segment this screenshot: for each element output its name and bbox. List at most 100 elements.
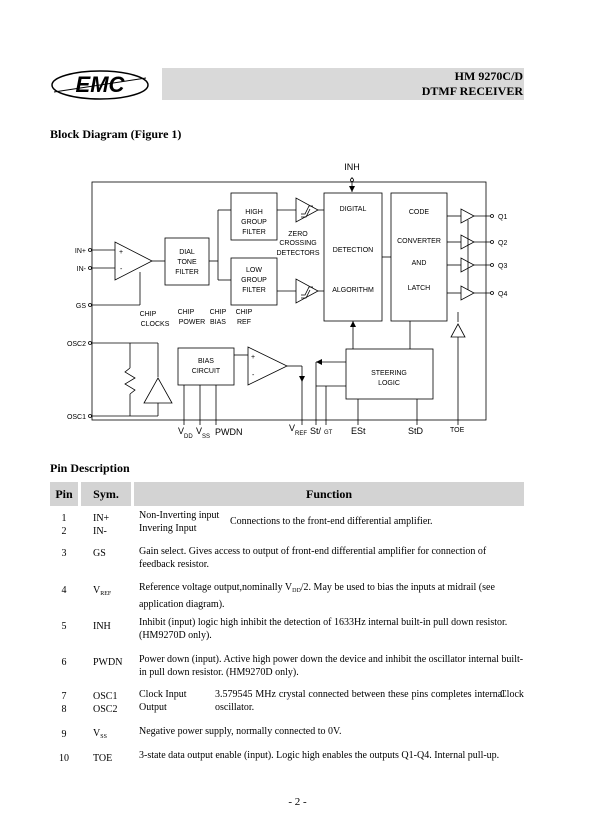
low-comparator [295,278,319,304]
bias-circuit-1: BIAS [198,358,214,365]
pin-symbol: OSC1 [93,691,118,702]
function-text: Clock Input [139,689,187,700]
high-group-filter [230,192,278,241]
table-row-sym: IN+ IN- [93,512,143,538]
ref-amp-plus: + [251,354,255,361]
pin-symbol: VSS [93,727,143,744]
function-part: Reference voltage output,nominally V [139,582,293,593]
oscillator-inverter [143,377,173,404]
table-row-pin: 1 2 [50,512,78,538]
digital-3: ALGORITHM [332,287,374,294]
code-3: AND [412,260,427,267]
table-row-function-left: Non-Inverting input Invering Input [139,509,234,535]
emc-logo: EMC [51,70,149,100]
output-buffer-q4 [460,285,475,301]
pin-number: 5 [61,621,67,632]
code-converter-latch [390,192,448,322]
toe-buffer [450,323,466,338]
label-toe: TOE [450,427,465,434]
label-osc1: OSC1 [67,414,86,421]
label-pwdn: PWDN [215,427,243,437]
chip-power-2: POWER [179,319,205,326]
symbol-main: V [93,585,101,596]
label-est: ESt [351,426,366,436]
bias-circuit [177,347,235,386]
symbol-main: V [93,728,101,739]
pin-symbol: INH [93,621,111,632]
steering-logic [345,348,434,400]
pin-symbol: GS [93,548,106,559]
chip-power-1: CHIP [178,309,195,316]
label-std: StD [408,426,424,436]
pin-number: 1 [61,513,67,524]
chip-ref-2: REF [237,319,251,326]
function-text: 3-state data output enable (input). Logi… [139,750,500,761]
label-q4: Q4 [498,291,507,298]
chip-clocks-2: CLOCKS [141,321,170,328]
high-group-3: FILTER [242,229,266,236]
output-buffer-q3 [460,257,475,273]
chip-bias-2: BIAS [210,319,226,326]
zero-crossing-3: DETECTORS [276,250,319,257]
function-text: Negative power supply, normally connecte… [139,726,342,737]
label-in-minus: IN- [77,266,87,273]
pin-number: 3 [61,548,67,559]
document-subtitle: DTMF RECEIVER [421,84,523,98]
input-amplifier [114,241,153,281]
pin-number: 9 [61,729,67,740]
header-band [162,68,524,100]
function-text: Output [139,702,167,713]
function-part: /2. May be used to bias the inputs at mi… [139,582,495,610]
block-diagram: INH IN+ IN- GS OSC2 OSC1 Q1 Q2 Q3 Q4 + -… [67,162,508,440]
function-text: Inhibit (input) logic high inhibit the d… [139,617,508,641]
high-group-1: HIGH [245,209,263,216]
low-group-1: LOW [246,267,262,274]
pin-symbol: TOE [93,753,113,764]
steering-1: STEERING [371,370,407,377]
dial-tone-2: TONE [177,259,197,266]
low-group-filter [230,257,278,306]
label-vdd: V [178,426,184,436]
chip-clocks-1: CHIP [140,311,157,318]
low-group-2: GROUP [241,277,267,284]
table-row-pin: 7 8 [50,690,78,716]
label-osc2: OSC2 [67,341,86,348]
label-vdd-sub: DD [184,434,193,440]
steering-2: LOGIC [378,380,400,387]
code-4: LATCH [408,285,430,292]
label-q1: Q1 [498,214,507,221]
pin-symbol: PWDN [93,657,123,668]
function-text: Gain select. Gives access to output of f… [139,546,487,570]
pin-symbol: IN- [93,526,107,537]
amp-plus: + [119,249,123,256]
high-group-2: GROUP [241,219,267,226]
ref-amp-minus: - [252,372,255,379]
header-pin: Pin [50,482,78,506]
low-group-3: FILTER [242,287,266,294]
dial-tone-filter [164,237,210,286]
amp-minus: - [120,266,123,273]
function-text-extra: Clock [500,689,524,700]
pin-number: 4 [61,585,67,596]
dial-tone-3: FILTER [175,269,199,276]
code-2: CONVERTER [397,238,441,245]
table-row-function: Connections to the front-end differentia… [230,516,433,527]
digital-2: DETECTION [333,247,373,254]
label-st-gt-sub: GT [324,430,333,436]
label-q3: Q3 [498,263,507,270]
table-row-function-left: Clock Input Output [139,688,209,714]
digital-1: DIGITAL [340,206,367,213]
label-q2: Q2 [498,240,507,247]
reference-amplifier [247,346,288,386]
zero-crossing-1: ZERO [288,231,308,238]
function-text: Invering Input [139,523,197,534]
pin-symbol: VREF [93,584,143,601]
label-vref-sub: REF [295,431,307,437]
block-diagram-heading: Block Diagram (Figure 1) [50,127,182,141]
document-title: HM 9270C/D [454,69,523,83]
label-vss-sub: SS [202,434,210,440]
pin-number: 7 [61,691,67,702]
svg-text:EMC: EMC [76,72,126,97]
function-sub: DD [292,588,301,594]
high-comparator [295,197,319,223]
